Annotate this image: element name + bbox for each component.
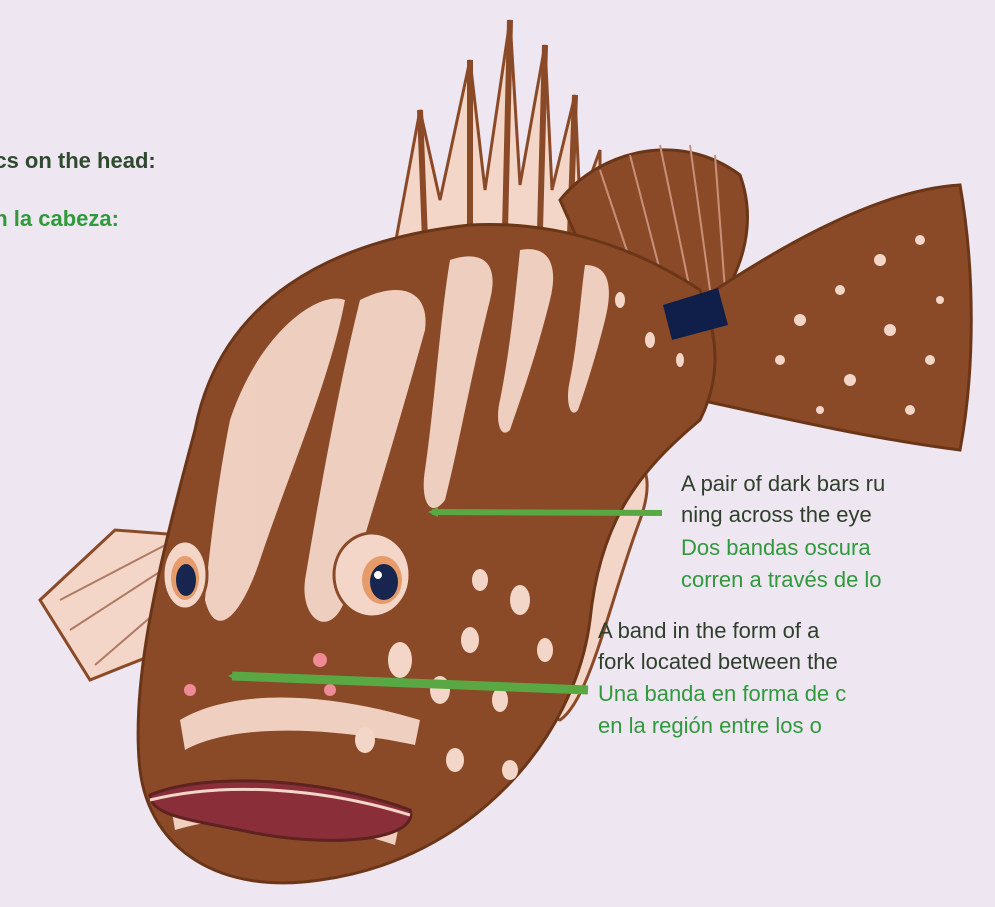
annotation-dark-bars-spanish-line-1: Dos bandas oscura [681,534,871,562]
annotation-dark-bars-spanish-line-2: corren a través de lo [681,566,882,594]
annotation-fork-band-spanish-line-1: Una banda en forma de c [598,680,846,708]
arrow-dark-bars [432,512,662,513]
annotation-fork-band-english-line-2: fork located between the [598,648,838,676]
fish-eye-left [163,541,207,609]
annotation-dark-bars-english-line-2: ning across the eye [681,501,872,529]
heading-english: ristics on the head: [0,148,156,174]
heading-spanish: en la cabeza: [0,206,119,232]
annotation-fork-band-english-line-1: A band in the form of a [598,617,819,645]
annotation-fork-band-spanish-line-2: en la región entre los o [598,712,822,740]
fish-eye-right [334,533,410,617]
annotation-dark-bars-english-line-1: A pair of dark bars ru [681,470,885,498]
